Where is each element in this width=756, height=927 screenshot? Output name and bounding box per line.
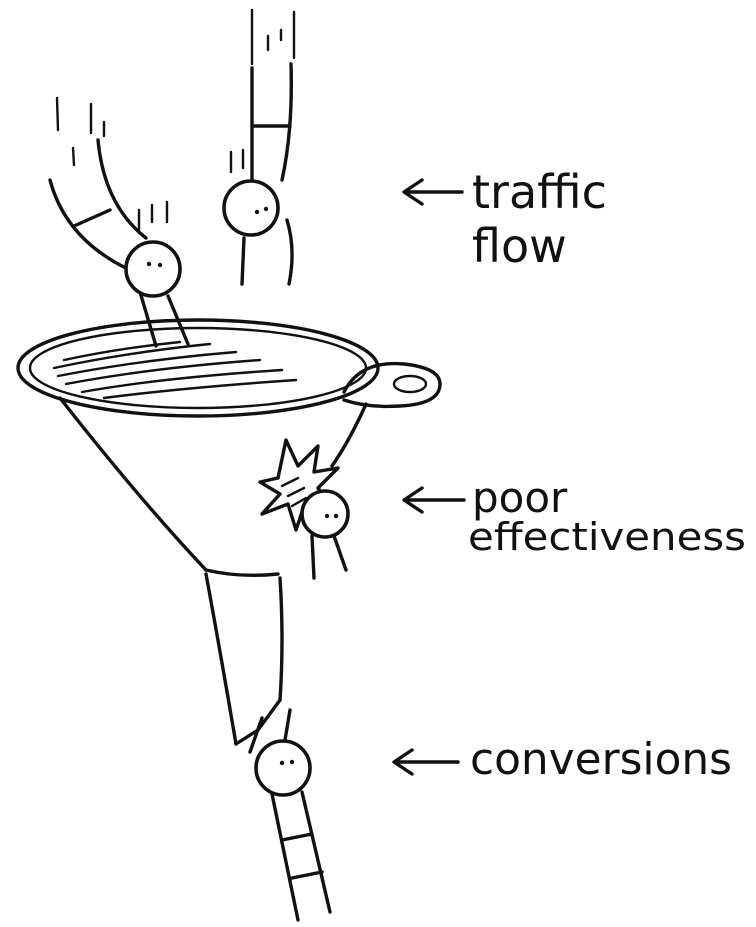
- top-figure-eye: [264, 207, 268, 211]
- converted-figure-legs: [272, 792, 330, 920]
- traffic-flow-callout: traffic flow: [404, 165, 607, 273]
- stuck-figure-eye: [334, 514, 338, 518]
- funnel-rim: [18, 320, 378, 416]
- stuck-figure-head: [302, 491, 348, 537]
- poor-effectiveness-callout: poor effectiveness: [404, 473, 746, 559]
- converted-figure-head: [256, 741, 310, 795]
- converted-figure-eye: [280, 761, 284, 765]
- motion-lines-top: [231, 10, 294, 172]
- flow-label: flow: [472, 219, 567, 273]
- stuck-figure-eye: [325, 514, 329, 518]
- funnel-inside-hatching: [54, 342, 296, 398]
- top-figure-arms: [252, 64, 291, 180]
- effectiveness-label: effectiveness: [468, 515, 746, 559]
- top-figure-head: [224, 181, 278, 235]
- left-figure-eye: [147, 262, 151, 266]
- left-figure-eye: [158, 263, 162, 267]
- funnel-handle-tab: [344, 364, 440, 407]
- falling-figure-left: [50, 98, 188, 346]
- conversions-label: conversions: [470, 734, 732, 785]
- arrow-left-icon: [404, 488, 464, 512]
- arrow-left-icon: [394, 750, 458, 774]
- conversions-callout: conversions: [394, 734, 732, 785]
- funnel: [18, 320, 440, 744]
- top-figure-eye: [255, 210, 259, 214]
- converted-figure: [250, 710, 330, 920]
- stuck-figure-legs: [312, 536, 346, 578]
- arrow-left-icon: [404, 180, 462, 204]
- traffic-label: traffic: [472, 165, 607, 219]
- motion-lines-left: [57, 98, 167, 230]
- left-figure-head: [126, 242, 180, 296]
- funnel-spout: [206, 574, 282, 744]
- converted-figure-eye: [290, 760, 294, 764]
- falling-figure-top: [224, 10, 294, 284]
